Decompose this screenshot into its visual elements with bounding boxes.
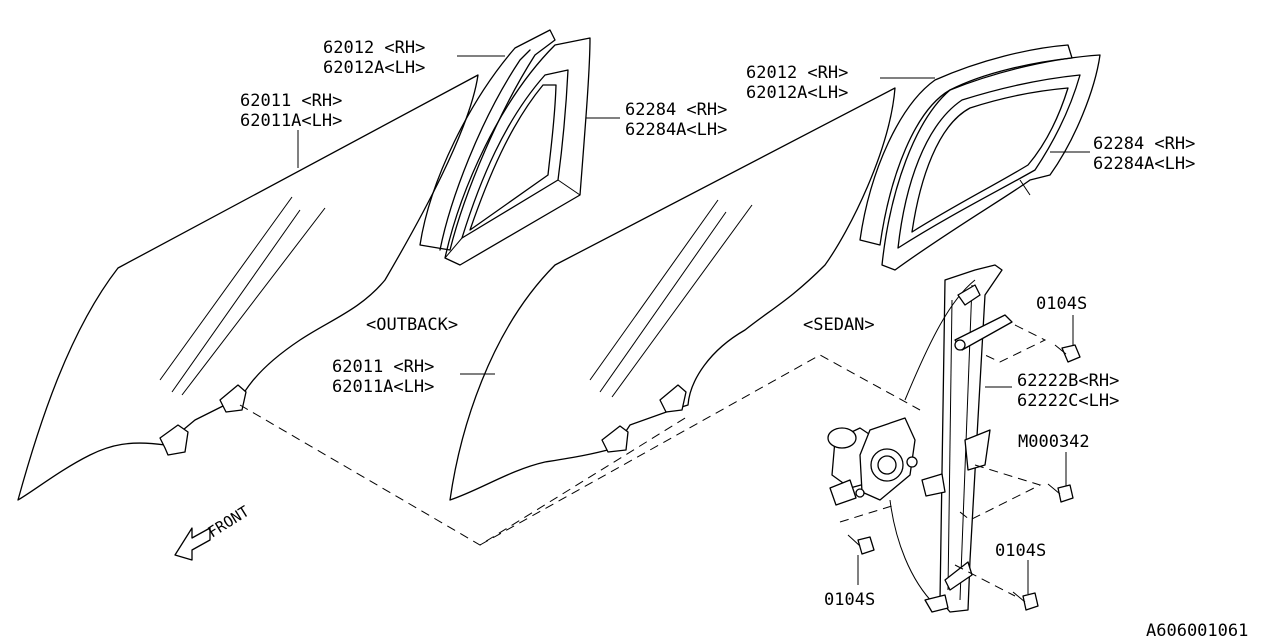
front-label: FRONT	[205, 502, 253, 541]
label-sash-outback-lh: 62012A<LH>	[323, 58, 425, 78]
label-bolt-top: 0104S	[1036, 294, 1087, 314]
label-glass-outback-rh: 62011 <RH>	[240, 91, 342, 111]
bolt-low-right	[1012, 591, 1039, 611]
sedan-door-glass	[449, 87, 896, 501]
label-weatherstrip-outback-rh: 62284 <RH>	[625, 100, 727, 120]
label-regulator-rh: 62222B<RH>	[1017, 371, 1119, 391]
outback-weatherstrip	[444, 37, 591, 266]
variant-sedan: <SEDAN>	[803, 315, 875, 335]
label-sash-outback-rh: 62012 <RH>	[323, 38, 425, 58]
label-glass-outback-lh: 62011A<LH>	[240, 111, 342, 131]
bolt-top-right	[1054, 344, 1081, 363]
label-sash-sedan-lh: 62012A<LH>	[746, 83, 848, 103]
leader-lines	[297, 55, 1090, 594]
label-glass-sedan-lh: 62011A<LH>	[332, 377, 434, 397]
label-weatherstrip-sedan-rh: 62284 <RH>	[1093, 134, 1195, 154]
variant-outback: <OUTBACK>	[366, 315, 458, 335]
assembly-dashed-lines	[239, 324, 1047, 597]
outback-sash	[419, 29, 556, 251]
figure-id: A606001061	[1146, 621, 1248, 640]
label-bolt-left-low: 0104S	[824, 590, 875, 610]
front-direction-arrow: FRONT	[174, 502, 253, 561]
sedan-weatherstrip	[881, 54, 1101, 271]
bolt-mid-right	[1047, 483, 1074, 503]
label-glass-sedan-rh: 62011 <RH>	[332, 357, 434, 377]
sedan-sash	[859, 44, 1073, 246]
label-regulator-lh: 62222C<LH>	[1017, 391, 1119, 411]
label-sash-sedan-rh: 62012 <RH>	[746, 63, 848, 83]
label-weatherstrip-sedan-lh: 62284A<LH>	[1093, 154, 1195, 174]
bolt-low-left	[847, 534, 875, 555]
outback-door-glass	[17, 74, 479, 501]
label-bolt-mid: M000342	[1018, 432, 1090, 452]
window-regulator	[827, 264, 1013, 613]
label-bolt-right-low: 0104S	[995, 541, 1046, 561]
label-weatherstrip-outback-lh: 62284A<LH>	[625, 120, 727, 140]
